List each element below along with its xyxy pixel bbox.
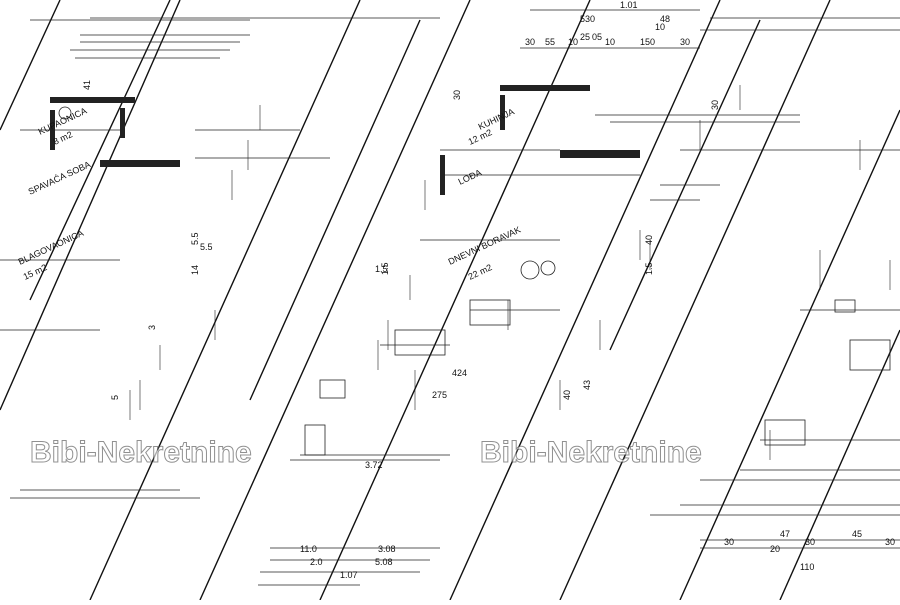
dimension-label: 40 [644, 235, 654, 245]
dimension-label: 14 [190, 265, 200, 275]
dimension-label: 25 [580, 32, 590, 42]
room-label: SPAVAĆA SOBA [27, 159, 92, 197]
dimension-label: 30 [525, 37, 535, 47]
dimension-label: 30 [452, 90, 462, 100]
room-label: BLAGOVAONICA [17, 228, 85, 267]
dimension-label: 48 [660, 14, 670, 24]
dimension-label: 1.5 [380, 262, 390, 275]
dimension-label: 11.0 [300, 544, 317, 554]
dimension-label: 30 [805, 537, 815, 547]
dimension-label: 3.08 [378, 544, 396, 554]
dimension-label: 2.0 [310, 557, 323, 567]
dimension-label: 30 [710, 100, 720, 110]
dimension-label: 45 [852, 529, 862, 539]
area-label: 15 m2 [22, 262, 49, 282]
plan-label: 424 [452, 368, 467, 378]
dimension-label: 55 [545, 37, 555, 47]
dimension-label: 40 [562, 390, 572, 400]
dimension-label: 30 [885, 537, 895, 547]
dimension-label: 1.01 [620, 0, 638, 10]
plan-label: 1.5 [375, 264, 388, 274]
plan-label: 5.5 [200, 242, 213, 252]
dimension-label: 5 [110, 395, 120, 400]
dimension-label: 530 [580, 14, 595, 24]
dimension-label: 10 [605, 37, 615, 47]
dimension-label: 5.08 [375, 557, 393, 567]
dimension-label: 110 [800, 562, 814, 572]
dimension-label: 150 [640, 37, 655, 47]
room-label: KUHINJA [477, 106, 516, 131]
dimension-label: 5.5 [190, 232, 200, 245]
plan-label: 3.72 [365, 460, 383, 470]
dimension-label: 20 [770, 544, 780, 554]
dimension-label: 3 [147, 325, 157, 330]
plan-label: 275 [432, 390, 447, 400]
room-label: LOĐA [457, 167, 483, 186]
dimension-label: 05 [592, 32, 602, 42]
room-label: DNEVNI BORAVAK [447, 224, 523, 266]
dimension-label: 1.5 [644, 262, 654, 275]
dimension-label: 30 [724, 537, 734, 547]
dimension-label: 1.07 [340, 570, 358, 580]
dimension-label: 47 [780, 529, 790, 539]
watermark-right: Bibi-Nekretnine [480, 436, 702, 469]
dimension-label: 41 [82, 80, 92, 90]
dimension-label: 10 [568, 37, 578, 47]
watermark-left: Bibi-Nekretnine [30, 436, 252, 469]
dimension-label: 10 [655, 22, 665, 32]
dimension-label: 43 [582, 380, 592, 390]
dimension-label: 30 [680, 37, 690, 47]
